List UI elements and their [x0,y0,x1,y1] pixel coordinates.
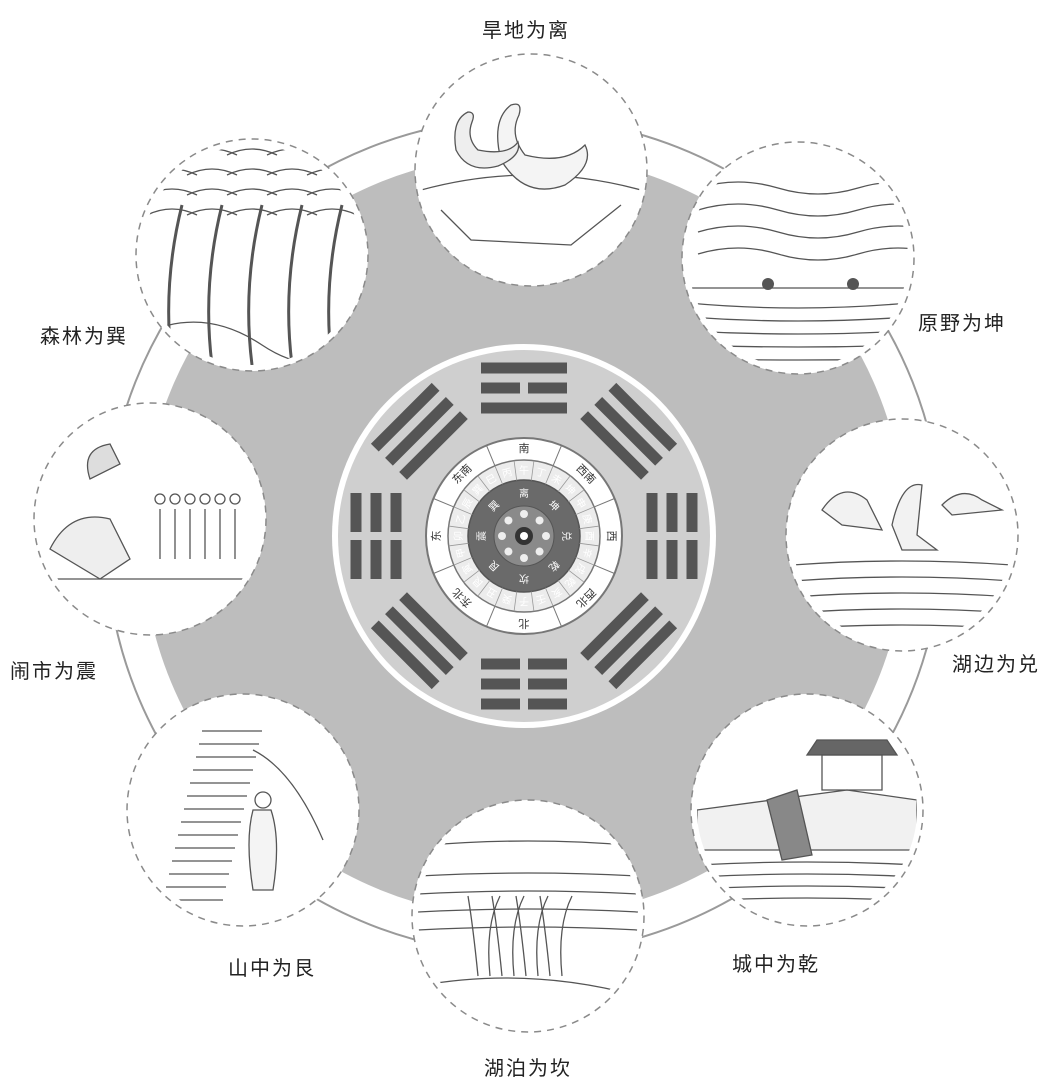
vignette-frame [34,403,266,635]
direction-label: 西 [605,531,618,542]
trigram-broken-line [481,383,520,394]
trigram-broken-line [481,679,520,690]
trigram-broken-line [647,493,658,532]
inner-dot [520,554,528,562]
direction-label: 东 [430,531,443,542]
trigram-broken-line [371,540,382,579]
stem-branch-label: 子 [519,595,529,607]
inner-trigram-name: 震 [476,531,488,541]
busy-market-procession-scene [34,403,266,635]
scene-label-xun: 森林为巽 [40,320,128,349]
stem-branch-label: 酉 [583,531,594,541]
inner-dot [536,548,544,556]
scene-label-li: 旱地为离 [482,14,570,43]
mountain-stairs-scene [127,694,359,926]
gate-tower-roof [807,740,897,755]
compass-center-pin [520,532,528,540]
trigram-broken-line [351,493,362,532]
inner-trigram-name: 离 [519,487,529,500]
trigram-broken-line [351,540,362,579]
direction-label: 南 [519,442,530,455]
pine-forest-scene [136,139,368,371]
scene-label-qian: 城中为乾 [732,948,820,977]
trigram-broken-line [687,540,698,579]
scene-label-kan: 湖泊为坎 [484,1052,572,1081]
tree-clump [762,278,774,290]
trigram-broken-line [528,679,567,690]
trigram-broken-line [528,659,567,670]
trigram-broken-line [391,493,402,532]
trigram-broken-line [371,493,382,532]
inner-trigram-name: 兑 [560,531,573,541]
geese-on-dry-land-scene [415,54,647,286]
inner-trigram-name: 坎 [519,572,529,585]
trigram-broken-line [528,699,567,710]
pine-needle-cluster [307,149,357,155]
scene-label-zhen: 闹市为震 [10,655,98,684]
trigram-broken-line [687,493,698,532]
open-field-scene [678,142,938,374]
stem-branch-label: 卯 [453,531,465,541]
stem-branch-label: 午 [519,464,529,477]
trigram-broken-line [647,540,658,579]
inner-dot [504,548,512,556]
geese-over-lake-scene [786,419,1018,651]
inner-dot [536,516,544,524]
trigram-broken-line [667,493,678,532]
figure-head [255,792,271,808]
trigram-solid-line [481,403,567,414]
city-gate-scene [691,694,923,926]
trigram-broken-line [528,383,567,394]
scene-label-gen: 山中为艮 [228,952,316,981]
pine-needle-cluster [147,149,197,155]
trigram-broken-line [667,540,678,579]
reeds-by-lake-scene [412,800,644,1032]
tree-clump [847,278,859,290]
luopan-compass: 南西南西西北北东北东东南午丁未坤申庚酉辛戌乾亥壬子癸丑艮寅甲卯乙辰巽巳丙离坤兑乾… [426,438,622,634]
scene-label-kun: 原野为坤 [918,307,1006,336]
trigram-broken-line [481,699,520,710]
inner-dot [504,516,512,524]
trigram-solid-line [481,363,567,374]
inner-dot [520,510,528,518]
vignette-frame [127,694,359,926]
robed-figure [249,810,277,890]
vignette-frame [412,800,644,1032]
trigram-broken-line [481,659,520,670]
trigram-broken-line [391,540,402,579]
inner-dot [542,532,550,540]
inner-dot [498,532,506,540]
scene-label-dui: 湖边为兑 [952,648,1040,677]
direction-label: 北 [519,617,530,630]
